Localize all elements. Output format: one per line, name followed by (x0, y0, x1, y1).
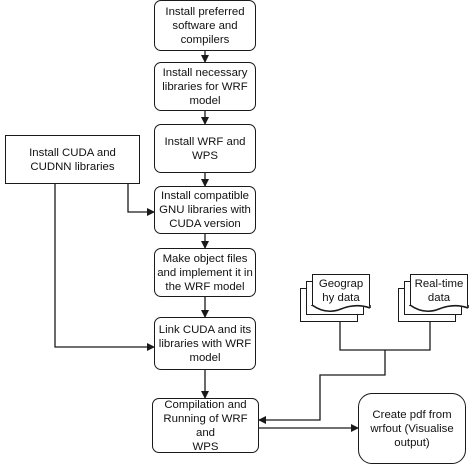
realtime-data-label: Real-time data (414, 277, 464, 304)
step-compilation: Compilation and Running of WRF and WPS (152, 398, 259, 453)
step-link-cuda-label: Link CUDA and its libraries with WRF mod… (158, 323, 252, 364)
step-install-wrf-wps: Install WRF and WPS (154, 124, 256, 173)
side-install-cuda: Install CUDA and CUDNN libraries (5, 135, 140, 184)
realtime-doc-wave (409, 304, 469, 313)
geographic-doc-wave (311, 304, 371, 313)
step-install-gnu-label: Install compatible GNU libraries with CU… (159, 190, 251, 230)
realtime-doc-front: Real-time data (410, 274, 468, 306)
geographic-data-label: Geograp hy data (318, 277, 364, 304)
side-install-cuda-label: Install CUDA and CUDNN libraries (29, 146, 116, 173)
step-install-wrf-wps-label: Install WRF and WPS (164, 135, 246, 162)
step-install-software-label: Install preferred software and compilers (165, 5, 245, 46)
step-install-libraries-label: Install necessary libraries for WRF mode… (162, 66, 248, 107)
step-compilation-label: Compilation and Running of WRF and WPS (163, 398, 248, 453)
output-create-pdf: Create pdf from wrfout (Visualise output… (358, 393, 466, 464)
step-make-object-files: Make object files and implement it in th… (154, 248, 256, 297)
step-install-libraries: Install necessary libraries for WRF mode… (154, 62, 256, 111)
arrow-data-to-compilation (258, 350, 386, 424)
output-create-pdf-label: Create pdf from wrfout (Visualise output… (370, 408, 454, 449)
step-link-cuda: Link CUDA and its libraries with WRF mod… (154, 317, 256, 370)
step-install-software: Install preferred software and compilers (154, 0, 256, 51)
step-make-object-files-label: Make object files and implement it in th… (157, 252, 253, 293)
geographic-doc-front: Geograp hy data (312, 274, 370, 306)
arrow-cuda-to-link (54, 184, 155, 351)
step-install-gnu: Install compatible GNU libraries with CU… (154, 186, 256, 234)
